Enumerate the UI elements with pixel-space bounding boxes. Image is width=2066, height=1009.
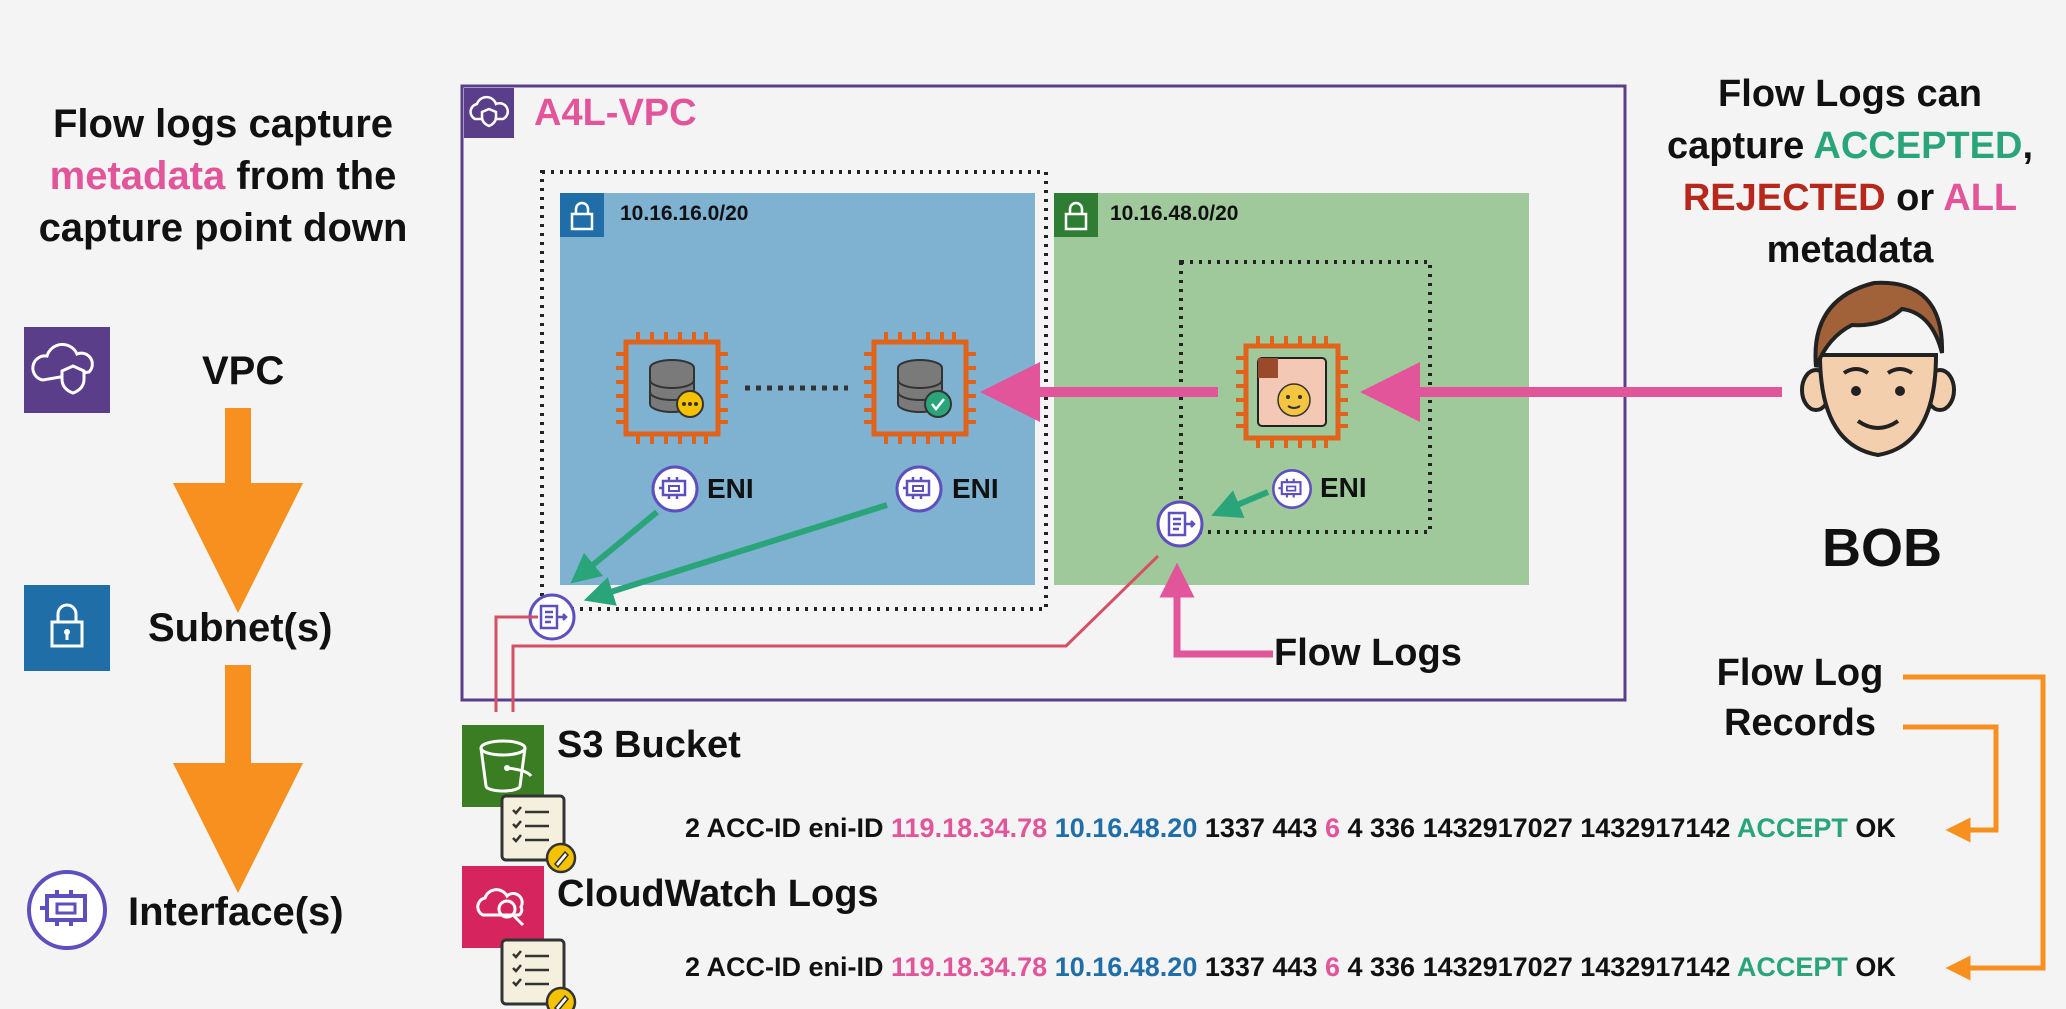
right-caption-accepted: ACCEPTED (1813, 125, 2023, 167)
bob-label: BOB (1822, 518, 1942, 578)
hierarchy-lock-icon (50, 603, 84, 648)
cloudwatch-icon (476, 888, 525, 927)
subnet-b-cidr: 10.16.48.0/20 (1110, 202, 1239, 225)
right-caption-line1: Flow Logs can (1718, 73, 1982, 115)
cloudwatch-badge (462, 866, 544, 948)
hierarchy-interface-label: Interface(s) (128, 890, 344, 934)
record-action: ACCEPT (1736, 952, 1848, 982)
record-protocol: 6 (1324, 952, 1340, 982)
db-instance-1-icon (616, 332, 728, 444)
eni-3-label: ENI (1320, 472, 1367, 503)
cloudwatch-log-record-icon (500, 938, 577, 1009)
right-caption-capture: capture (1666, 125, 1814, 167)
eni-1-label: ENI (707, 473, 754, 504)
right-caption-line3: REJECTED or ALL (1648, 172, 2052, 224)
subnet-flowlog-to-s3-line (494, 615, 538, 712)
left-caption-line2: metadata from the (18, 150, 428, 202)
records-to-cloudwatch-arrow (1903, 674, 2046, 981)
record-status: OK (1847, 952, 1896, 982)
right-caption: Flow Logs can capture ACCEPTED, REJECTED… (1648, 68, 2052, 276)
record-action: ACCEPT (1736, 813, 1848, 843)
cloudwatch-log-record: 2 ACC-ID eni-ID 119.18.34.78 10.16.48.20… (685, 952, 1896, 983)
right-caption-line4: metadata (1766, 229, 1934, 271)
s3-label: S3 Bucket (557, 724, 741, 766)
s3-bucket-icon (479, 739, 533, 793)
db-instance-2-icon (864, 332, 976, 444)
record-prefix: 2 ACC-ID eni-ID (685, 952, 892, 982)
right-caption-comma: , (2022, 125, 2033, 167)
record-dst-ip: 10.16.48.20 (1054, 813, 1198, 843)
subnet-a-cidr: 10.16.16.0/20 (620, 202, 749, 225)
left-caption-line3: capture point down (38, 206, 408, 250)
record-stats: 4 336 1432917027 1432917142 (1340, 813, 1737, 843)
left-caption: Flow logs capture metadata from the capt… (18, 98, 428, 254)
records-label: Flow Log Records (1700, 648, 1900, 748)
eni-3-to-flowlog-arrow (1211, 489, 1270, 519)
record-ports: 1337 443 (1197, 952, 1325, 982)
record-ports: 1337 443 (1197, 813, 1325, 843)
vpc-cloud-icon (469, 95, 510, 128)
left-caption-metadata: metadata (49, 154, 226, 198)
eni-1-icon (651, 465, 699, 513)
flow-log-eni-icon (1156, 500, 1204, 548)
record-src-ip: 119.18.34.78 (891, 952, 1048, 982)
records-to-s3-arrow (1903, 724, 1999, 843)
s3-log-record-icon (500, 794, 577, 874)
left-caption-line2-rest: from the (225, 154, 397, 198)
s3-log-record: 2 ACC-ID eni-ID 119.18.34.78 10.16.48.20… (685, 813, 1896, 844)
right-caption-rejected: REJECTED (1682, 177, 1886, 219)
record-dst-ip: 10.16.48.20 (1054, 952, 1198, 982)
hierarchy-vpc-icon (31, 343, 94, 395)
eni-2-icon (895, 465, 943, 513)
vpc-title: A4L-VPC (534, 92, 697, 134)
record-protocol: 6 (1324, 813, 1340, 843)
hierarchy-subnet-badge (24, 585, 110, 671)
records-label-line1: Flow Log (1716, 652, 1884, 694)
hierarchy-subnet-label: Subnet(s) (148, 606, 333, 650)
flow-logs-callout-arrow (1159, 562, 1273, 658)
eni-2-label: ENI (952, 473, 999, 504)
left-caption-line1: Flow logs capture (52, 102, 394, 146)
app-instance-icon (1236, 336, 1348, 448)
eni-flowlog-to-s3-line (511, 554, 1160, 712)
subnet-a-lock-icon (570, 201, 594, 231)
right-caption-line2: capture ACCEPTED, (1648, 120, 2052, 172)
record-prefix: 2 ACC-ID eni-ID (685, 813, 892, 843)
record-status: OK (1847, 813, 1896, 843)
eni-2-to-flowlog-arrow (583, 502, 888, 606)
record-stats: 4 336 1432917027 1432917142 (1340, 952, 1737, 982)
right-caption-or: or (1885, 177, 1944, 219)
subnet-a (560, 193, 1035, 585)
right-caption-all: ALL (1943, 177, 2018, 219)
s3-badge (462, 725, 544, 807)
subnet-b-lock-icon (1064, 201, 1088, 231)
hierarchy-eni-icon (27, 870, 107, 950)
records-label-line2: Records (1723, 702, 1877, 744)
record-src-ip: 119.18.34.78 (891, 813, 1048, 843)
eni-3-icon (1272, 469, 1312, 509)
hierarchy-vpc-label: VPC (202, 349, 285, 393)
cloudwatch-label: CloudWatch Logs (557, 873, 879, 915)
bob-avatar-icon (1800, 280, 1956, 458)
flow-logs-label: Flow Logs (1274, 632, 1462, 674)
eni-1-to-flowlog-arrow (570, 509, 659, 584)
